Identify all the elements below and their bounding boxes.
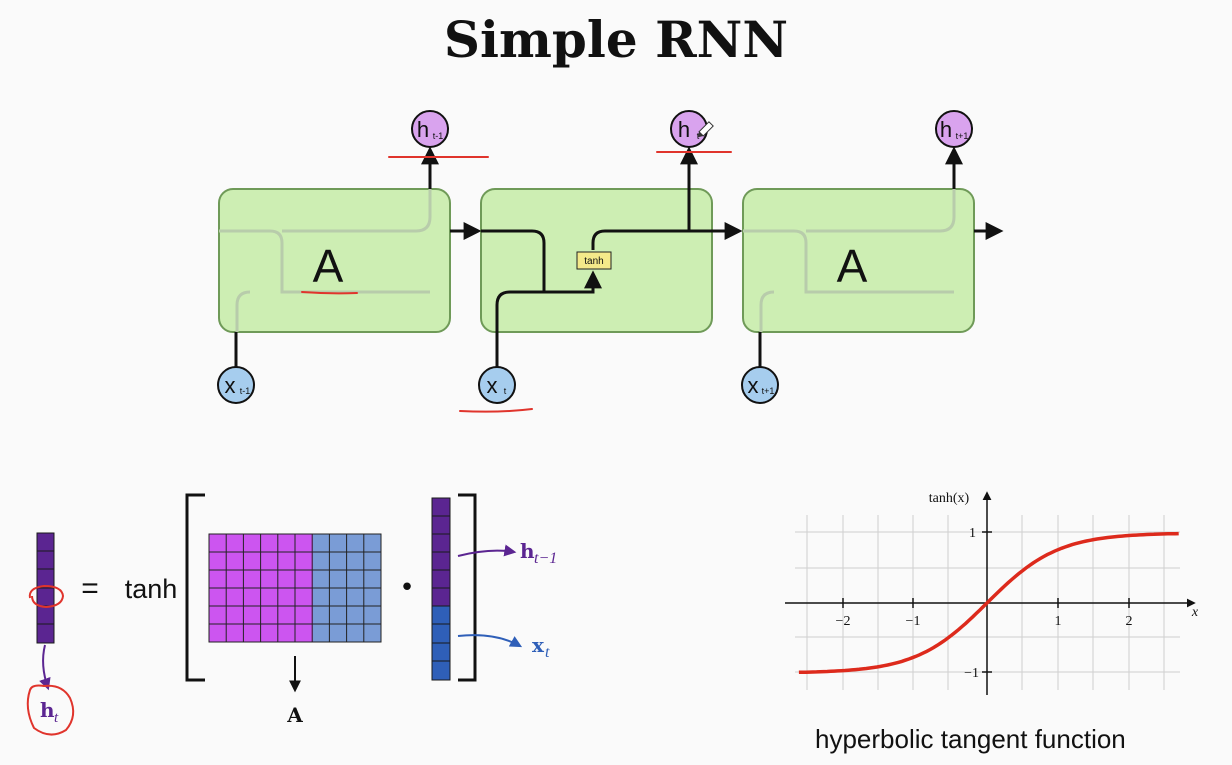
h-node-1-label: h [417, 117, 429, 142]
xtick-neg1: −1 [906, 614, 921, 629]
x-cur-pointer-arrow [457, 634, 523, 648]
h-node-3-sub: t+1 [956, 131, 969, 141]
h-node-3-label: h [940, 117, 952, 142]
xtick-1: 1 [1055, 614, 1062, 629]
tanh-function: tanh [125, 574, 178, 604]
plot-ylabel: tanh(x) [929, 491, 970, 506]
concat-vector [431, 497, 451, 681]
plot-xlabel: x [1191, 605, 1199, 620]
pencil-icon [697, 121, 714, 138]
x-cur-label: x [532, 633, 545, 657]
ht-label: h [40, 698, 55, 722]
rnn-cell-1: A [218, 188, 451, 333]
left-bracket [185, 493, 205, 682]
xtick-2: 2 [1126, 614, 1133, 629]
tanh-activation-box: tanh [576, 251, 612, 270]
x-node-1-sub: t-1 [240, 386, 251, 396]
x-node-3-sub: t+1 [762, 386, 775, 396]
h-node-3: h t+1 [935, 110, 973, 148]
ytick-neg1: −1 [964, 666, 979, 681]
cell-3-label: A [837, 240, 868, 292]
dot-operator: • [399, 573, 414, 603]
h-node-2-label: h [678, 117, 690, 142]
h-node-1: h t-1 [411, 110, 449, 148]
x-node-3: x t+1 [741, 366, 779, 404]
tanh-activation-label: tanh [584, 256, 603, 267]
rnn-cell-3: A [742, 188, 975, 333]
x-node-1: x t-1 [217, 366, 255, 404]
x-node-2: x t [478, 366, 516, 404]
h-prev-pointer-arrow [457, 544, 517, 557]
h-prev-label: h [520, 539, 535, 563]
cell-1-label: A [313, 240, 344, 292]
weight-matrix-a [208, 533, 382, 643]
x-node-3-label: x [748, 373, 759, 398]
ht-pointer-arrow [39, 644, 51, 691]
x-node-2-label: x [487, 373, 498, 398]
output-vector-ht [36, 532, 55, 644]
tanh-plot: tanh(x) x −2 −1 1 2 1 −1 [785, 491, 1199, 695]
ytick-1: 1 [969, 526, 976, 541]
x-node-2-sub: t [504, 386, 507, 396]
x-cur-label-sub: t [545, 644, 550, 661]
xtick-neg2: −2 [836, 614, 851, 629]
h-prev-label-sub: t−1 [534, 550, 557, 567]
annotation-underlines [301, 151, 732, 413]
x-node-1-label: x [225, 373, 236, 398]
page-title: Simple RNN [443, 10, 789, 69]
matrix-a-label: A [286, 703, 303, 727]
annotation-circle-ht-label [26, 684, 75, 736]
plot-caption: hyperbolic tangent function [815, 724, 1126, 754]
ht-label-sub: t [54, 710, 59, 726]
tanh-curve [798, 531, 1179, 675]
equals-sign: = [81, 572, 99, 605]
right-bracket [458, 493, 477, 682]
h-node-1-sub: t-1 [433, 131, 444, 141]
annotation-circle-ht [28, 584, 65, 609]
